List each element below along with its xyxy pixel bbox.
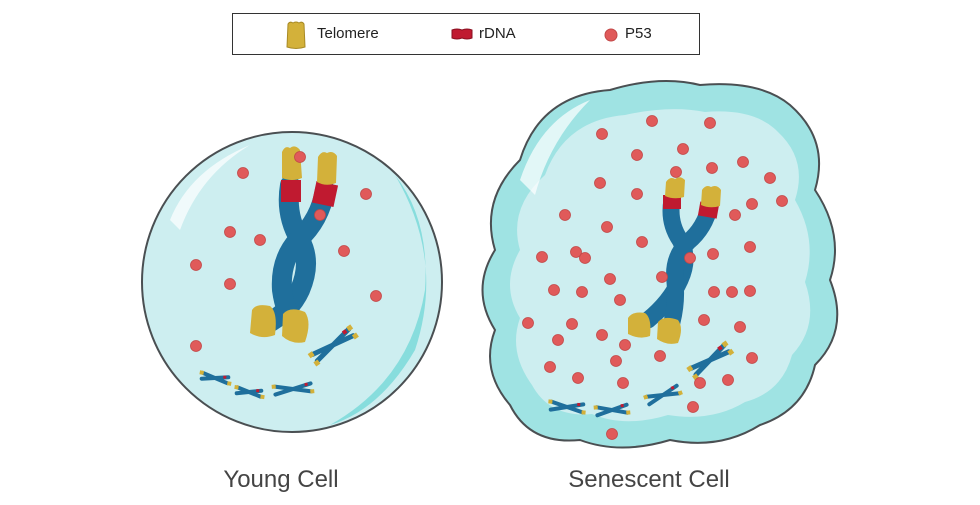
- p53-dot: [744, 241, 756, 253]
- p53-dot: [224, 226, 236, 238]
- p53-dot: [729, 209, 741, 221]
- p53-dot: [726, 286, 738, 298]
- p53-dot: [338, 245, 350, 257]
- legend-telomere-label: Telomere: [317, 25, 379, 42]
- p53-dot: [734, 321, 746, 333]
- p53-dot: [596, 128, 608, 140]
- rdna-legend-icon: [451, 28, 473, 40]
- p53-dot: [566, 318, 578, 330]
- p53-dot: [776, 195, 788, 207]
- p53-dot: [559, 209, 571, 221]
- young-cell-caption: Young Cell: [223, 466, 339, 493]
- telomere: [628, 312, 651, 338]
- legend-p53-label: P53: [625, 25, 652, 42]
- rdna-band: [311, 180, 339, 208]
- p53-dot: [224, 278, 236, 290]
- p53-dot: [294, 151, 306, 163]
- p53-dot: [737, 156, 749, 168]
- young-cell: [141, 131, 443, 433]
- senescent-p53-dots: [522, 115, 788, 440]
- p53-dot: [687, 401, 699, 413]
- telomere: [657, 317, 681, 344]
- p53-dot: [522, 317, 534, 329]
- rdna-band: [663, 195, 681, 209]
- p53-dot: [237, 167, 249, 179]
- young-cell-membrane: [141, 131, 443, 433]
- legend-rdna-label: rDNA: [479, 25, 516, 42]
- p53-dot: [646, 115, 658, 127]
- telomere-legend-icon: [286, 21, 306, 49]
- chromatid: [663, 196, 719, 331]
- p53-dot: [677, 143, 689, 155]
- p53-dot: [636, 236, 648, 248]
- p53-dot: [601, 221, 613, 233]
- p53-dot: [704, 117, 716, 129]
- young-p53-dots: [190, 151, 382, 352]
- telomere: [665, 177, 685, 199]
- p53-dot: [654, 350, 666, 362]
- p53-dot: [606, 428, 618, 440]
- p53-dot: [604, 273, 616, 285]
- p53-dot: [656, 271, 668, 283]
- senescent-cell-highlight: [520, 100, 590, 195]
- p53-dot: [746, 198, 758, 210]
- p53-dot: [617, 377, 629, 389]
- p53-dot: [370, 290, 382, 302]
- p53-dot: [746, 352, 758, 364]
- p53-dot: [684, 252, 696, 264]
- young-cell-inner-shade: [330, 175, 427, 425]
- p53-dot: [670, 166, 682, 178]
- senescent-cell-caption: Senescent Cell: [568, 466, 730, 493]
- p53-dot: [619, 339, 631, 351]
- p53-dot: [536, 251, 548, 263]
- p53-dot: [190, 340, 202, 352]
- p53-dot: [579, 252, 591, 264]
- rdna-band: [281, 180, 301, 202]
- p53-dot: [631, 149, 643, 161]
- p53-dot: [610, 355, 622, 367]
- p53-dot: [548, 284, 560, 296]
- p53-dot: [544, 361, 556, 373]
- p53-dot: [694, 377, 706, 389]
- telomere: [250, 305, 276, 338]
- p53-dot: [631, 188, 643, 200]
- p53-dot: [698, 314, 710, 326]
- p53-dot: [360, 188, 372, 200]
- senescent-cell-cytoplasm: [510, 109, 811, 422]
- p53-dot: [744, 285, 756, 297]
- young-large-chromosome: [250, 146, 339, 343]
- p53-dot: [707, 248, 719, 260]
- p53-dot: [254, 234, 266, 246]
- young-cell-highlight: [170, 145, 250, 230]
- p53-dot: [708, 286, 720, 298]
- p53-dot: [570, 246, 582, 258]
- p53-dot: [706, 162, 718, 174]
- telomere: [282, 309, 309, 343]
- p53-dot: [190, 259, 202, 271]
- p53-dot: [552, 334, 564, 346]
- p53-dot: [576, 286, 588, 298]
- legend: Telomere rDNA P53: [232, 13, 700, 55]
- telomere: [701, 186, 721, 208]
- p53-dot: [764, 172, 776, 184]
- senescent-cell: [481, 80, 839, 449]
- p53-dot: [614, 294, 626, 306]
- telomere: [317, 152, 337, 185]
- p53-dot: [594, 177, 606, 189]
- senescent-small-chromosomes: [548, 340, 735, 418]
- p53-dot: [722, 374, 734, 386]
- p53-dot: [596, 329, 608, 341]
- p53-legend-icon: [604, 28, 618, 42]
- p53-dot: [314, 209, 326, 221]
- p53-dot: [572, 372, 584, 384]
- young-small-chromosomes: [199, 324, 359, 400]
